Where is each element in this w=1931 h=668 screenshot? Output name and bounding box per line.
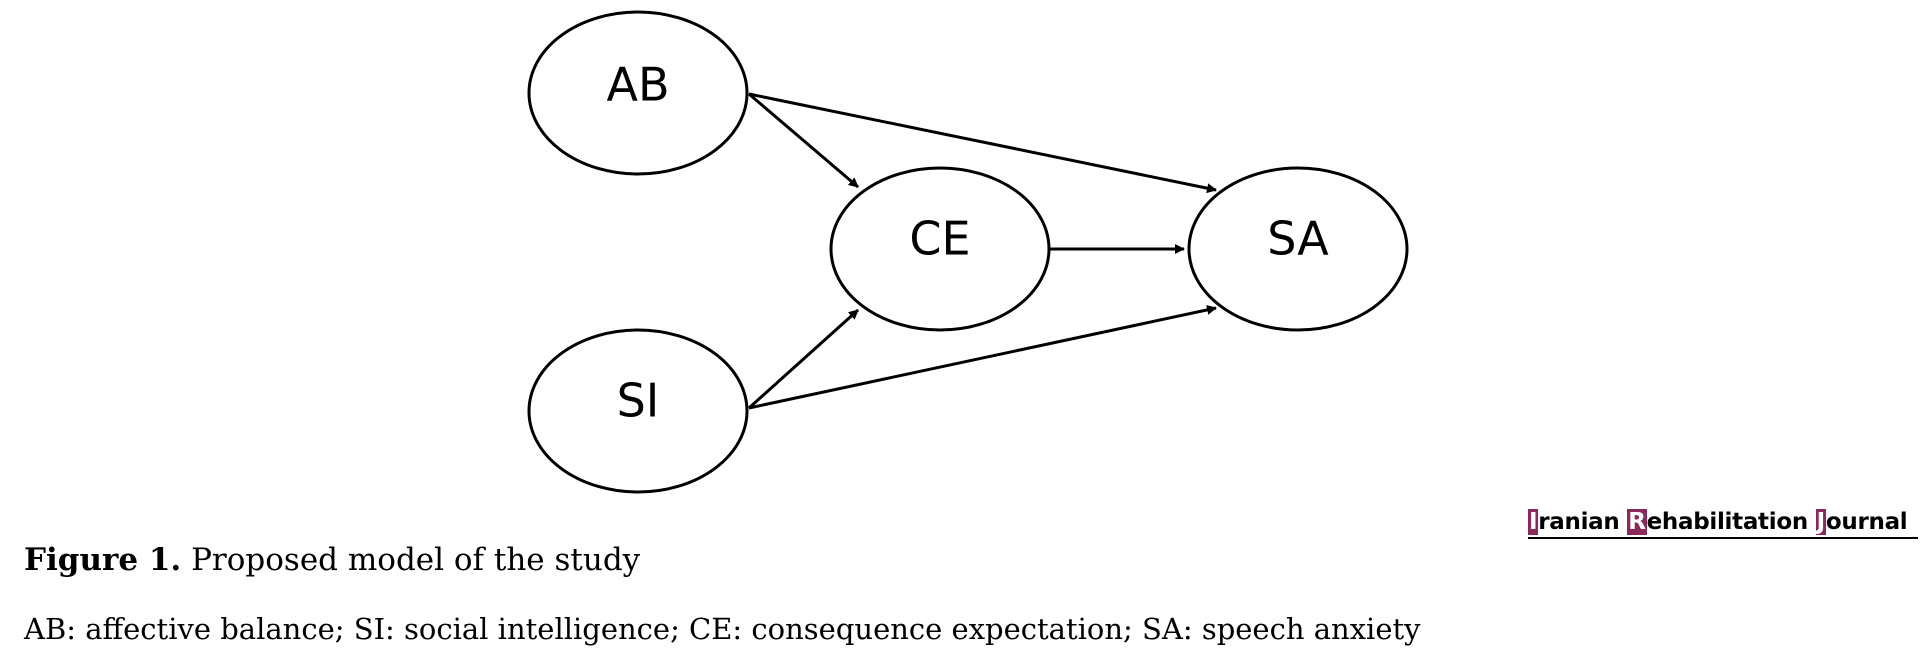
path-diagram: AB CE SA SI xyxy=(527,10,1409,494)
watermark-cap-j: J xyxy=(1815,509,1826,535)
node-ab-label: AB xyxy=(606,58,669,112)
abbreviation-legend: AB: affective balance; SI: social intell… xyxy=(24,612,1421,646)
edge-ab-to-ce xyxy=(748,92,859,189)
node-sa: SA xyxy=(1187,166,1409,332)
edge-si-to-ce xyxy=(747,308,860,410)
edge-si-to-sa xyxy=(748,304,1217,410)
figure-caption: Figure 1. Proposed model of the study xyxy=(24,542,640,578)
figure-title: Proposed model of the study xyxy=(191,542,641,578)
node-ab: AB xyxy=(527,10,749,176)
node-sa-label: SA xyxy=(1267,212,1329,266)
watermark-word-3: ournal xyxy=(1825,509,1908,535)
watermark-word-1: ranian xyxy=(1538,509,1620,535)
watermark-word-2: ehabilitation xyxy=(1646,509,1809,535)
node-ce-label: CE xyxy=(909,212,970,266)
figure-label: Figure 1. xyxy=(24,542,182,578)
edge-ab-to-sa xyxy=(748,92,1217,194)
node-ce: CE xyxy=(829,166,1051,332)
node-si: SI xyxy=(527,328,749,494)
journal-watermark: Iranian Rehabilitation Journal xyxy=(1528,507,1918,539)
node-si-label: SI xyxy=(617,374,660,428)
watermark-cap-i: I xyxy=(1528,509,1539,535)
watermark-cap-r: R xyxy=(1627,509,1647,535)
